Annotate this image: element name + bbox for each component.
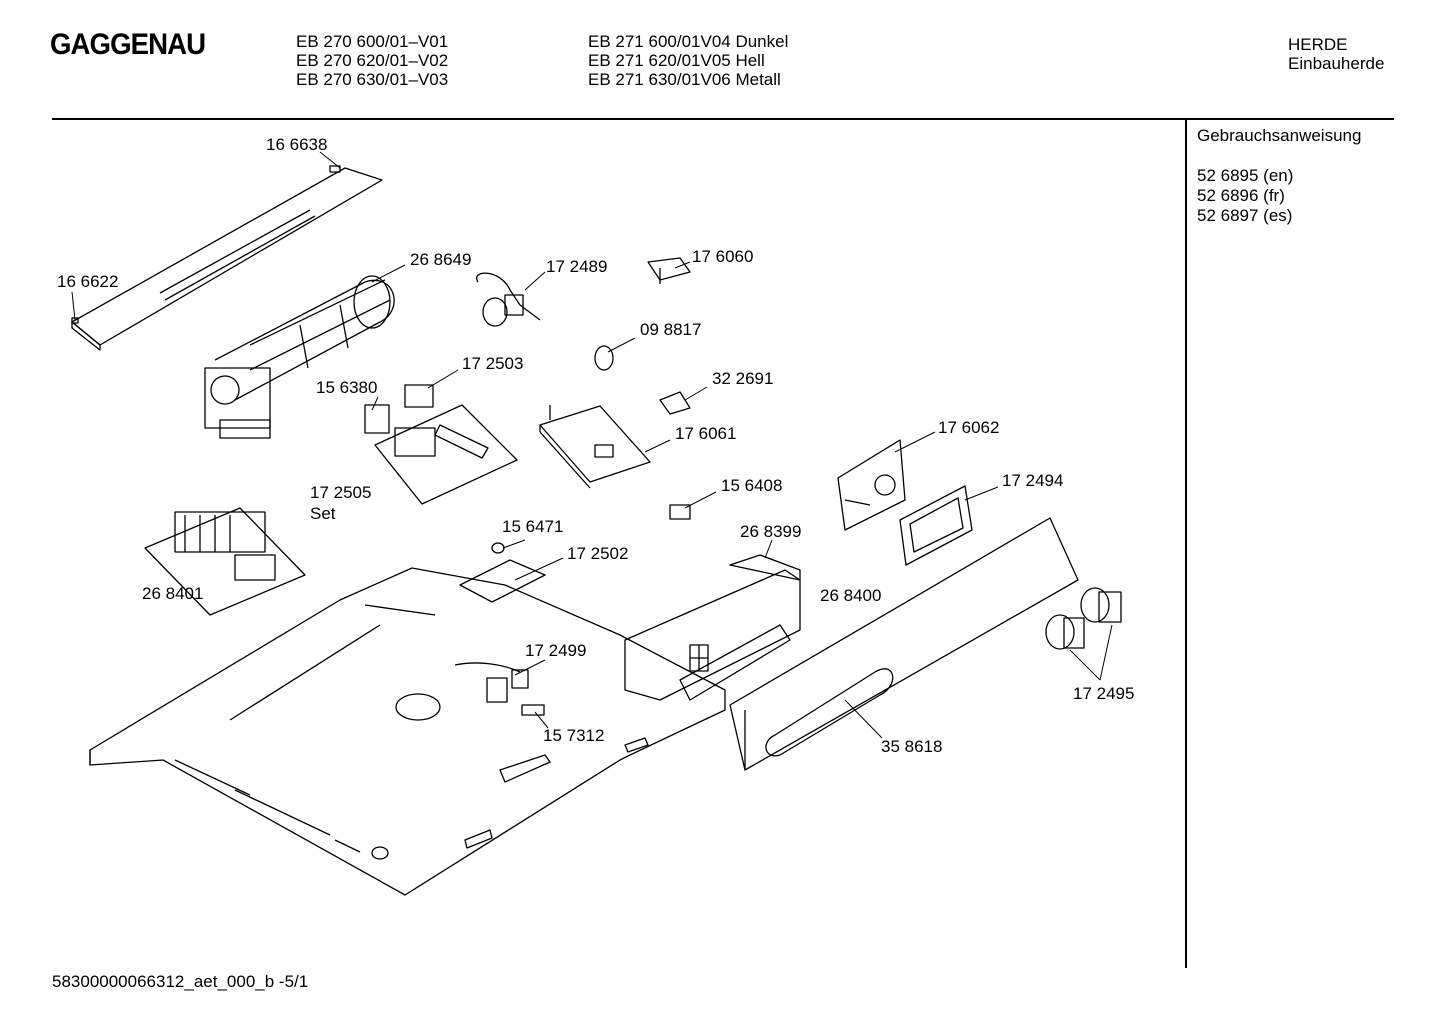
- part-label[interactable]: 17 2495: [1073, 684, 1134, 703]
- model-line: EB 270 620/01–V02: [296, 51, 449, 70]
- bracket-part: [647, 257, 691, 284]
- manual-link[interactable]: 52 6897 (es): [1197, 206, 1293, 225]
- part-label[interactable]: 17 2489: [546, 257, 607, 276]
- part-label[interactable]: 16 6638: [266, 135, 327, 154]
- part-label[interactable]: 17 2499: [525, 641, 586, 660]
- part-labels: 16 6638 16 6622 26 8649 17 2489 17 6060 …: [57, 135, 1134, 756]
- top-rail: [71, 165, 383, 351]
- sidebar-divider: [1185, 120, 1187, 968]
- leader-lines: [71, 151, 1113, 739]
- part-label-note: Set: [310, 504, 336, 523]
- part-label[interactable]: 17 2502: [567, 544, 628, 563]
- frame-part: [899, 485, 973, 566]
- model-line: EB 271 620/01V05 Hell: [588, 51, 765, 70]
- manual-sidebar: Gebrauchsanweisung 52 6895 (en) 52 6896 …: [1197, 126, 1361, 226]
- part-label[interactable]: 17 6062: [938, 418, 999, 437]
- fascia-panel: [729, 517, 1079, 771]
- knobs: [1045, 587, 1122, 650]
- part-label[interactable]: 15 7312: [543, 726, 604, 745]
- part-label[interactable]: 26 8400: [820, 586, 881, 605]
- motor-part: [476, 272, 541, 327]
- sensor-set: [374, 404, 518, 505]
- part-label[interactable]: 15 6408: [721, 476, 782, 495]
- sidebar-title: Gebrauchsanweisung: [1197, 126, 1362, 145]
- brand-logo: GAGGENAU: [50, 28, 206, 61]
- electronics-board: [144, 507, 306, 616]
- base-plate: [89, 559, 726, 896]
- header-divider: [52, 118, 1394, 120]
- part-label[interactable]: 16 6622: [57, 272, 118, 291]
- bracket-small: [364, 404, 390, 434]
- part-label[interactable]: 26 8649: [410, 250, 471, 269]
- part-label[interactable]: 17 2505: [310, 483, 371, 502]
- exploded-parts-diagram: 16 6638 16 6622 26 8649 17 2489 17 6060 …: [57, 135, 1134, 896]
- clip-part: [594, 345, 614, 371]
- part-label[interactable]: 17 6060: [692, 247, 753, 266]
- part-label[interactable]: 09 8817: [640, 320, 701, 339]
- subcategory: Einbauherde: [1288, 54, 1385, 73]
- part-label[interactable]: 15 6471: [502, 517, 563, 536]
- switch-panel: [837, 439, 906, 531]
- part-label[interactable]: 32 2691: [712, 369, 773, 388]
- model-list-1: EB 270 600/01–V01 EB 270 620/01–V02 EB 2…: [296, 32, 448, 89]
- wire-part: [454, 662, 545, 716]
- manual-link[interactable]: 52 6896 (fr): [1197, 186, 1285, 205]
- cross-flow-fan: [204, 275, 395, 439]
- part-label[interactable]: 17 2503: [462, 354, 523, 373]
- model-line: EB 270 600/01–V01: [296, 32, 449, 51]
- document-id: 58300000066312_aet_000_b -5/1: [52, 972, 309, 991]
- category: HERDE: [1288, 35, 1348, 54]
- model-line: EB 271 600/01V04 Dunkel: [588, 32, 789, 51]
- part-label[interactable]: 26 8399: [740, 522, 801, 541]
- holder-part: [659, 391, 691, 415]
- model-line: EB 271 630/01V06 Metall: [588, 70, 781, 89]
- plug-part: [669, 504, 691, 520]
- part-label[interactable]: 35 8618: [881, 737, 942, 756]
- manual-link[interactable]: 52 6895 (en): [1197, 166, 1294, 185]
- switch-part: [404, 384, 434, 408]
- model-line: EB 270 630/01–V03: [296, 70, 449, 89]
- part-label[interactable]: 26 8401: [142, 584, 203, 603]
- part-label[interactable]: 15 6380: [316, 378, 377, 397]
- display-holder: [624, 554, 801, 701]
- control-board-cover: [539, 405, 651, 489]
- part-label[interactable]: 17 6061: [675, 424, 736, 443]
- model-list-2: EB 271 600/01V04 Dunkel EB 271 620/01V05…: [588, 32, 788, 89]
- category-block: HERDE Einbauherde: [1288, 35, 1384, 73]
- part-label[interactable]: 17 2494: [1002, 471, 1063, 490]
- nut-part: [491, 542, 505, 554]
